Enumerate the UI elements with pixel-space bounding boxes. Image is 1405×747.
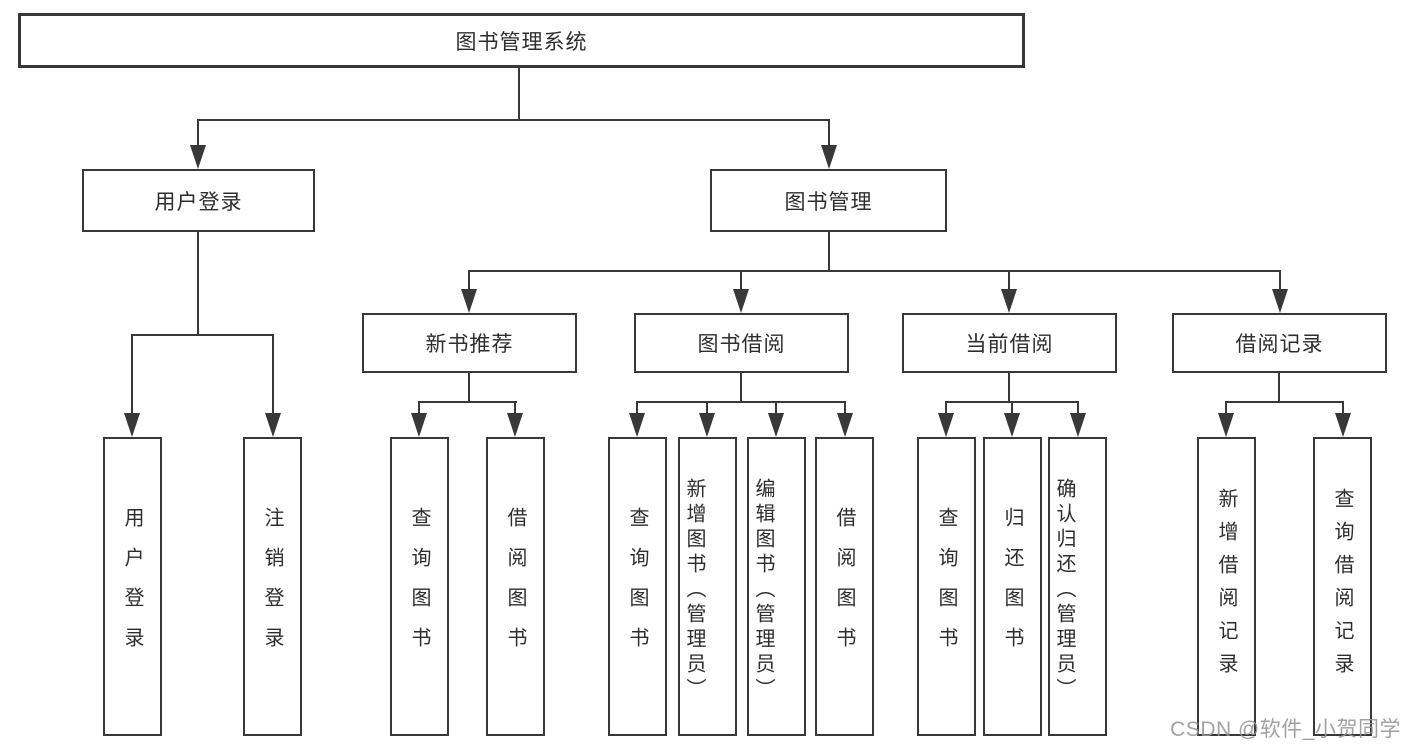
node-book-borrowing-label: 图书借阅 <box>697 333 786 356</box>
connector-line <box>468 270 470 292</box>
connector-line <box>418 401 420 417</box>
connector-line <box>1008 373 1010 403</box>
connector-line <box>740 270 742 292</box>
connector-line <box>636 401 845 403</box>
connector-line <box>197 119 830 121</box>
arrow-down-icon <box>768 413 784 437</box>
connector-line <box>1279 270 1281 292</box>
arrow-down-icon <box>821 145 837 169</box>
arrow-down-icon <box>124 413 140 437</box>
arrow-down-icon <box>1218 413 1234 437</box>
node-leaf-add-book-admin: 新增图书（管理员） <box>678 437 737 736</box>
node-user-login-group: 用户登录 <box>82 169 315 232</box>
arrow-down-icon <box>1272 289 1288 313</box>
node-leaf-query-books-3: 查询图书 <box>917 437 976 736</box>
node-root-label: 图书管理系统 <box>455 30 588 54</box>
arrow-down-icon <box>938 413 954 437</box>
connector-line <box>1077 401 1079 417</box>
node-current-borrowing-label: 当前借阅 <box>965 333 1054 356</box>
node-leaf-query-borrow-record: 查询借阅记录 <box>1313 437 1372 736</box>
arrow-down-icon <box>1335 413 1351 437</box>
arrow-down-icon <box>699 413 715 437</box>
node-leaf-borrow-books-1: 借阅图书 <box>486 437 545 736</box>
connector-line <box>418 401 517 403</box>
node-leaf-query-borrow-record-label: 查询借阅记录 <box>1331 487 1353 686</box>
node-leaf-query-books-1: 查询图书 <box>390 437 449 736</box>
node-leaf-query-books-2: 查询图书 <box>608 437 667 736</box>
connector-line <box>518 68 520 121</box>
node-leaf-query-books-3-label: 查询图书 <box>935 506 957 667</box>
connector-line <box>1225 401 1227 417</box>
arrow-down-icon <box>629 413 645 437</box>
node-leaf-add-book-admin-label: 新增图书（管理员） <box>683 478 705 703</box>
connector-line <box>828 232 830 272</box>
arrow-down-icon <box>507 413 523 437</box>
connector-line <box>945 401 947 417</box>
connector-line <box>468 373 470 403</box>
node-leaf-confirm-return-admin: 确认归还（管理员） <box>1048 437 1107 736</box>
node-leaf-logout: 注销登录 <box>243 437 302 736</box>
connector-line <box>636 401 638 417</box>
arrow-down-icon <box>1004 413 1020 437</box>
node-borrow-records-label: 借阅记录 <box>1235 333 1324 356</box>
arrow-down-icon <box>1001 289 1017 313</box>
node-leaf-return-book: 归还图书 <box>983 437 1042 736</box>
node-leaf-query-books-1-label: 查询图书 <box>408 506 430 667</box>
node-leaf-logout-label: 注销登录 <box>261 506 283 667</box>
node-leaf-add-borrow-record: 新增借阅记录 <box>1197 437 1256 736</box>
node-leaf-add-borrow-record-label: 新增借阅记录 <box>1215 487 1237 686</box>
connector-line <box>828 119 830 151</box>
node-book-management: 图书管理 <box>710 169 947 232</box>
node-new-book-recommend-label: 新书推荐 <box>425 333 514 356</box>
node-leaf-user-login-label: 用户登录 <box>121 506 143 667</box>
csdn-watermark: CSDN @软件_小贺同学 <box>1170 718 1401 741</box>
connector-line <box>197 119 199 151</box>
connector-line <box>272 334 274 416</box>
connector-line <box>706 401 708 417</box>
node-leaf-edit-book-admin: 编辑图书（管理员） <box>747 437 806 736</box>
arrow-down-icon <box>837 413 853 437</box>
connector-line <box>131 334 274 336</box>
connector-line <box>131 334 133 416</box>
arrow-down-icon <box>265 413 281 437</box>
node-leaf-borrow-books-2-label: 借阅图书 <box>833 506 855 667</box>
arrow-down-icon <box>733 289 749 313</box>
node-leaf-confirm-return-admin-label: 确认归还（管理员） <box>1053 478 1075 703</box>
node-leaf-return-book-label: 归还图书 <box>1001 506 1023 667</box>
connector-line <box>1008 270 1010 292</box>
node-user-login-group-label: 用户登录 <box>154 190 243 214</box>
connector-line <box>740 373 742 403</box>
node-leaf-edit-book-admin-label: 编辑图书（管理员） <box>752 478 774 703</box>
connector-line <box>775 401 777 417</box>
connector-line <box>1225 401 1344 403</box>
node-book-borrowing: 图书借阅 <box>634 313 849 373</box>
node-new-book-recommend: 新书推荐 <box>362 313 577 373</box>
node-leaf-user-login: 用户登录 <box>103 437 162 736</box>
arrow-down-icon <box>461 289 477 313</box>
connector-line <box>468 270 1281 272</box>
node-leaf-borrow-books-2: 借阅图书 <box>815 437 874 736</box>
arrow-down-icon <box>411 413 427 437</box>
connector-line <box>844 401 846 417</box>
node-borrow-records: 借阅记录 <box>1172 313 1387 373</box>
node-root: 图书管理系统 <box>18 13 1025 68</box>
connector-line <box>1278 373 1280 403</box>
arrow-down-icon <box>1070 413 1086 437</box>
node-book-management-label: 图书管理 <box>784 190 873 214</box>
connector-line <box>1011 401 1013 417</box>
connector-line <box>197 232 199 336</box>
arrow-down-icon <box>190 145 206 169</box>
connector-line <box>514 401 516 417</box>
node-leaf-query-books-2-label: 查询图书 <box>626 506 648 667</box>
node-leaf-borrow-books-1-label: 借阅图书 <box>504 506 526 667</box>
node-current-borrowing: 当前借阅 <box>902 313 1117 373</box>
connector-line <box>1342 401 1344 417</box>
